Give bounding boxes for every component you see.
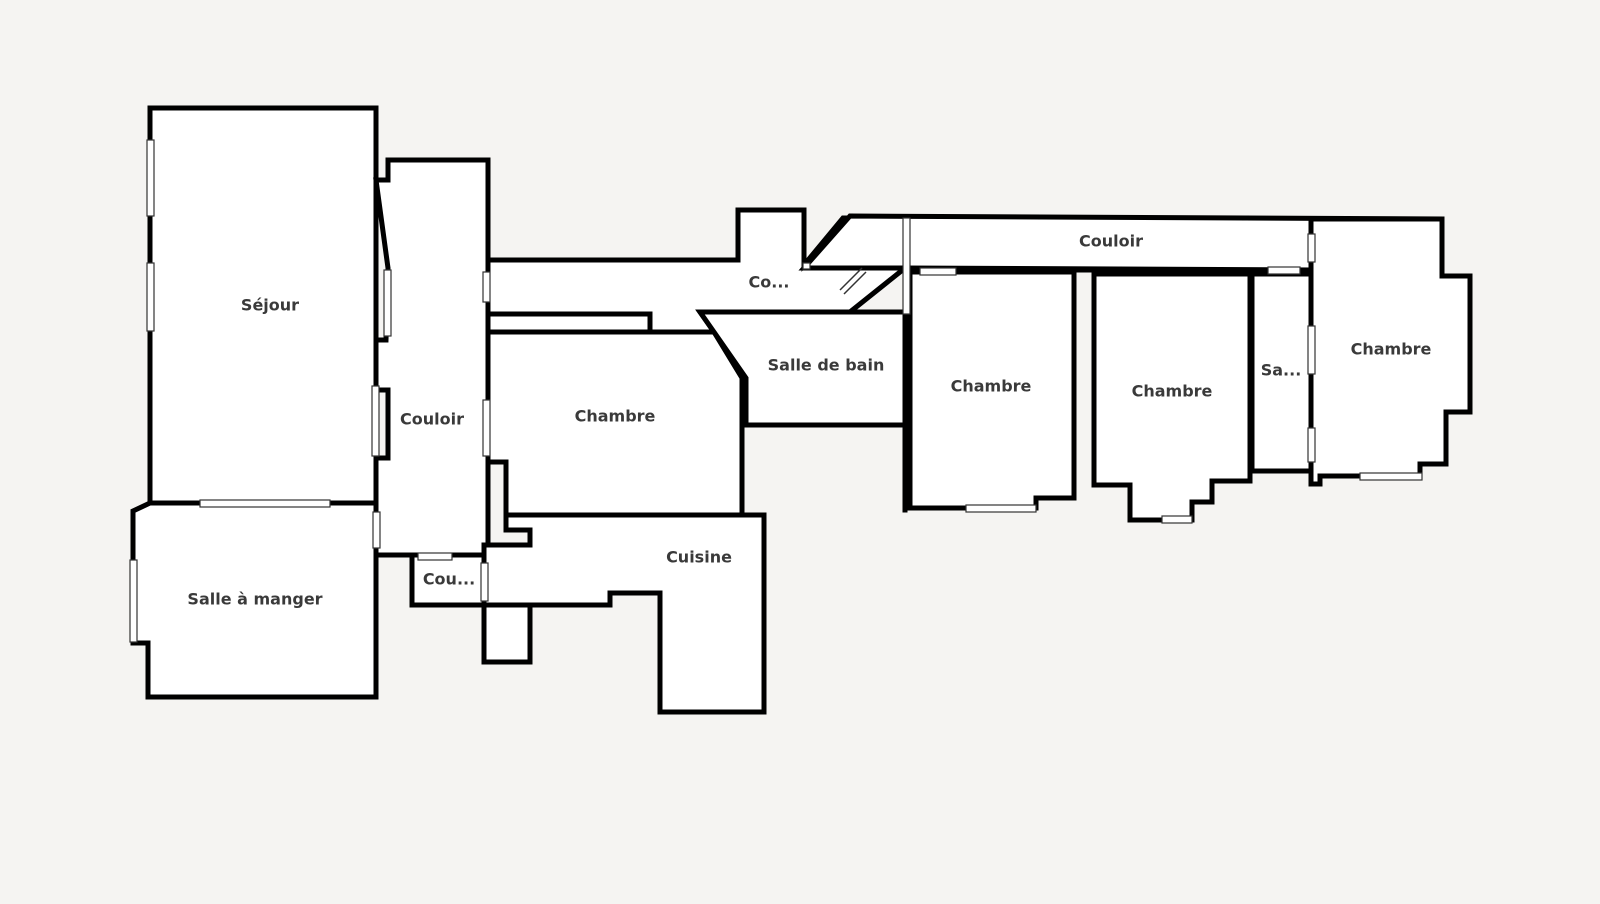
label-couloir-east: Couloir <box>1079 232 1143 251</box>
label-chambre-center: Chambre <box>575 407 656 426</box>
label-sejour: Séjour <box>241 296 299 315</box>
label-couloir-center: Co... <box>749 273 790 292</box>
window-salle-narrow-top <box>1267 266 1301 275</box>
window-far-east-west-1 <box>1307 233 1316 263</box>
window-couloir-east-1 <box>482 271 491 303</box>
window-salle-a-manger-west <box>129 559 138 643</box>
window-sejour-east-low <box>371 385 380 457</box>
window-couloir-center-top <box>802 262 811 270</box>
room-small-box <box>481 602 533 665</box>
label-cuisine: Cuisine <box>666 548 732 567</box>
window-couloir-east-west <box>902 217 911 315</box>
label-salle-narrow: Sa... <box>1261 361 1302 380</box>
window-chambre-east-1-south <box>965 504 1037 513</box>
room-chambre-far-east[interactable] <box>1308 216 1473 487</box>
label-couloir-small: Cou... <box>423 570 475 589</box>
window-couloir-small-top <box>417 552 453 561</box>
window-far-east-south <box>1359 472 1423 481</box>
window-far-east-west-3 <box>1307 427 1316 463</box>
window-sejour-south <box>199 499 331 508</box>
room-salle-a-manger[interactable] <box>130 500 379 700</box>
door-salle-de-bain[interactable] <box>839 267 863 291</box>
window-far-east-west-2 <box>1307 325 1316 375</box>
label-chambre-far-east: Chambre <box>1351 340 1432 359</box>
label-chambre-east-2: Chambre <box>1132 382 1213 401</box>
window-couloir-east-2 <box>482 399 491 457</box>
window-chambre-east-2-south <box>1161 515 1193 524</box>
door-salle-de-bain-2 <box>843 271 867 295</box>
label-chambre-east-1: Chambre <box>951 377 1032 396</box>
label-salle-de-bain: Salle de bain <box>768 356 885 375</box>
window-chambre-east-1-top <box>919 267 957 276</box>
window-sejour-east <box>383 269 392 337</box>
window-sejour-west-2 <box>146 262 155 332</box>
partition-east-bedrooms <box>902 265 1314 273</box>
room-couloir-west[interactable] <box>373 157 491 558</box>
label-salle-a-manger: Salle à manger <box>187 590 322 609</box>
room-cuisine[interactable] <box>481 512 767 715</box>
room-chambre-east-1[interactable] <box>907 269 1077 511</box>
label-couloir-west: Couloir <box>400 410 464 429</box>
window-salle-a-manger-east <box>372 511 381 549</box>
window-sejour-west-1 <box>146 139 155 217</box>
window-couloir-small-east <box>480 562 489 602</box>
